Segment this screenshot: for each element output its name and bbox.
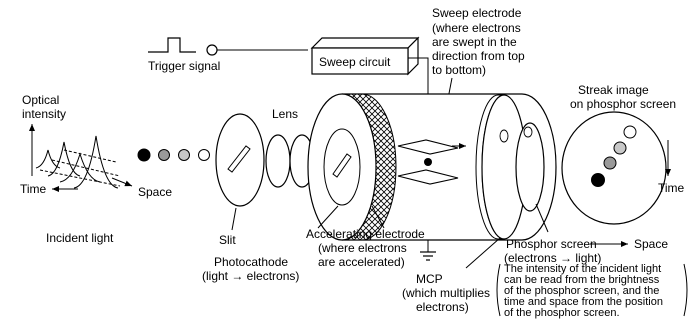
incident-photons	[137, 148, 210, 162]
sweep-circuit-label: Sweep circuit	[319, 55, 391, 69]
optical-intensity-label: Optical intensity	[22, 93, 66, 121]
svg-text:to bottom): to bottom)	[432, 63, 486, 77]
lens-elements	[265, 134, 315, 188]
svg-text:direction from top: direction from top	[432, 49, 525, 63]
svg-text:Optical: Optical	[22, 93, 59, 107]
svg-text:(where electrons: (where electrons	[318, 241, 407, 255]
svg-text:electrons): electrons)	[416, 300, 469, 314]
svg-text:(which multiplies: (which multiplies	[402, 286, 490, 300]
svg-text:time and space from the positi: time and space from the position	[504, 296, 663, 308]
phosphor-screen-pointer	[535, 203, 549, 233]
svg-text:intensity: intensity	[22, 107, 66, 121]
svg-text:(where electrons: (where electrons	[432, 21, 521, 35]
phosphor-screen-label: Phosphor screen (electrons → light)	[504, 237, 601, 265]
slit-pointer	[231, 207, 237, 231]
note-text: The intensity of the incident light can …	[504, 263, 663, 319]
trigger-signal: Trigger signal	[148, 37, 220, 73]
trigger-signal-label: Trigger signal	[148, 59, 220, 73]
ground-symbol	[420, 251, 436, 261]
trigger-input-terminal	[206, 44, 218, 56]
lens-label: Lens	[272, 107, 298, 121]
streak-image-spots	[591, 125, 637, 187]
streak-image-label-line2: on phosphor screen	[570, 97, 676, 111]
svg-text:are swept in the: are swept in the	[432, 35, 517, 49]
slit-plate	[215, 113, 265, 207]
streak-image-label-line1: Streak image	[578, 83, 649, 97]
slit-label: Slit	[219, 233, 236, 247]
mcp-label: MCP (which multiplies electrons)	[402, 272, 490, 314]
space-label-right: Space	[634, 237, 668, 251]
photocathode-pointer	[317, 205, 339, 229]
accelerating-electrode-label: Accelerating electrode (where electrons …	[306, 227, 425, 269]
svg-text:are accelerated): are accelerated)	[318, 255, 405, 269]
svg-text:Sweep electrode: Sweep electrode	[432, 6, 522, 20]
svg-text:(light → electrons): (light → electrons)	[202, 269, 299, 283]
space-arrow-left	[111, 177, 133, 187]
photocathode-label: Photocathode (light → electrons)	[202, 255, 299, 283]
phosphor-screen-plate	[515, 122, 545, 212]
note-right-paren	[683, 263, 688, 317]
space-label-left: Space	[138, 185, 172, 199]
sweep-electrode-plates	[397, 139, 459, 185]
svg-text:Accelerating electrode: Accelerating electrode	[306, 227, 425, 241]
svg-text:Photocathode: Photocathode	[214, 255, 288, 269]
svg-text:The intensity of the incident: The intensity of the incident light	[504, 263, 661, 275]
sweep-circuit-box: Sweep circuit	[310, 36, 420, 76]
mcp-pointer	[465, 237, 501, 269]
time-label-right: Time	[658, 181, 685, 195]
trigger-pulse-icon	[148, 37, 196, 53]
mcp-plate	[475, 94, 527, 240]
note-left-paren	[496, 263, 501, 317]
svg-text:(electrons → light): (electrons → light)	[504, 251, 601, 265]
svg-text:MCP: MCP	[416, 272, 443, 286]
incident-light-label: Incident light	[46, 231, 114, 245]
time-label-left: Time	[20, 182, 47, 196]
electron-in-deflector	[424, 158, 432, 166]
svg-text:Phosphor screen: Phosphor screen	[506, 237, 597, 251]
svg-text:of the phosphor screen, and th: of the phosphor screen, and the	[504, 285, 659, 297]
incident-pulse-waveforms	[35, 135, 121, 189]
sweep-electrode-label: Sweep electrode (where electrons are swe…	[432, 6, 525, 77]
accelerating-electrode-pointer	[371, 205, 385, 229]
svg-text:can be read from the brightnes: can be read from the brightness	[504, 274, 660, 286]
svg-text:of the phosphor screen.: of the phosphor screen.	[504, 307, 620, 319]
